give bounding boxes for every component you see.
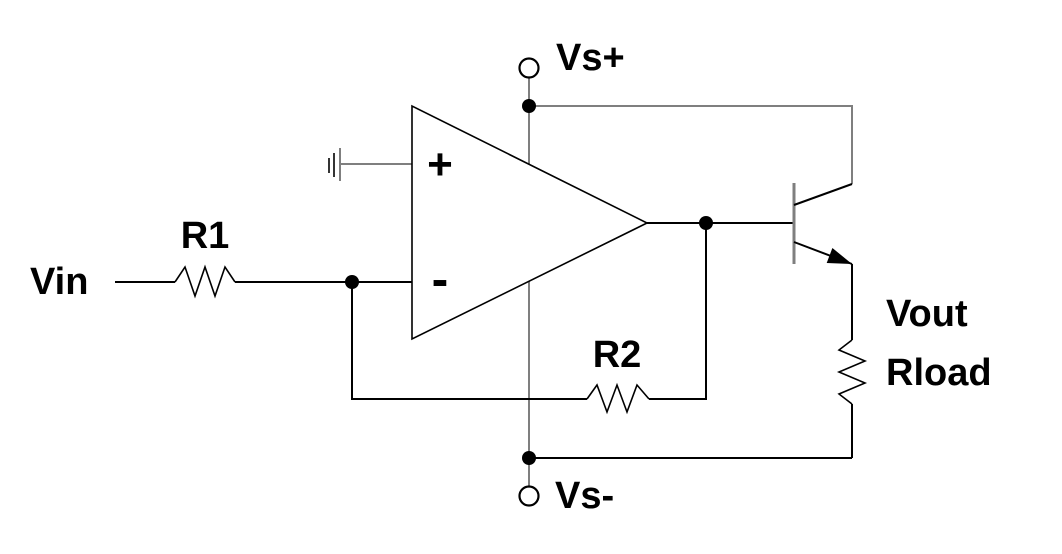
npn-transistor: [792, 183, 853, 265]
junctions: [345, 99, 713, 465]
r1-resistor: [174, 264, 236, 299]
vout-label: Vout: [886, 293, 968, 335]
opamp-triangle: [411, 104, 649, 341]
vin-label: Vin: [30, 261, 88, 303]
input-network: [115, 264, 412, 299]
junction-dot-output: [699, 216, 713, 230]
junction-dot-vs-plus: [522, 99, 536, 113]
labels: Vin R1 Vs+ R2 Vs- Vout Rload: [30, 37, 992, 517]
terminals: [518, 57, 540, 507]
rload-label: Rload: [886, 352, 992, 394]
opamp: + -: [411, 104, 649, 341]
r2-resistor: [586, 382, 650, 415]
supply-wiring: [340, 77, 853, 486]
feedback-left-wire: [351, 282, 587, 400]
vs-plus-terminal-circle: [518, 57, 540, 79]
junction-dot-inverting-input: [345, 275, 359, 289]
collector-rail-wire: [529, 105, 853, 184]
vs-minus-terminal-circle: [518, 485, 540, 507]
r2-label: R2: [593, 334, 642, 376]
noninverting-input-sign: +: [427, 140, 453, 189]
r1-label: R1: [181, 215, 230, 257]
vs-plus-label: Vs+: [556, 37, 625, 79]
inverting-input-sign: -: [432, 251, 449, 307]
ground-symbol: [328, 148, 341, 181]
vs-minus-label: Vs-: [555, 475, 614, 517]
transistor-collector: [793, 183, 853, 206]
load-branch: [529, 264, 868, 459]
emitter-arrow-icon: [826, 248, 852, 264]
feedback-right-wire: [649, 223, 707, 400]
feedback-network: [351, 223, 707, 415]
rload-resistor: [836, 339, 868, 405]
junction-dot-vs-minus: [522, 451, 536, 465]
